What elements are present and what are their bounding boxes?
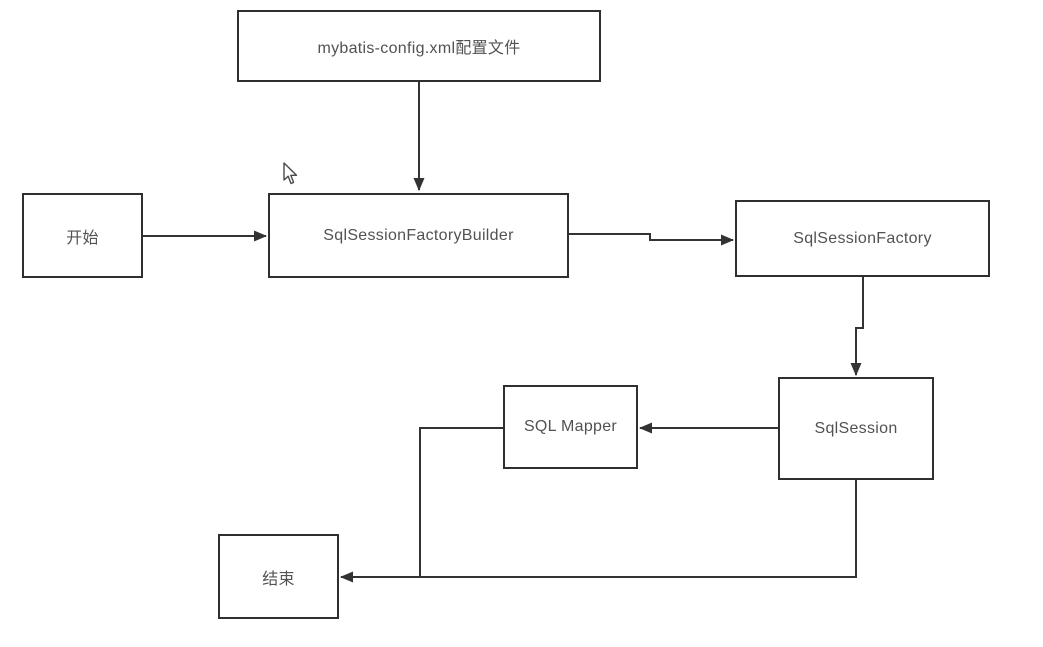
node-config-file: mybatis-config.xml配置文件 — [237, 10, 601, 82]
node-sqlsessionfactorybuilder: SqlSessionFactoryBuilder — [268, 193, 569, 278]
node-sqlsessionfactory: SqlSessionFactory — [735, 200, 990, 277]
node-sql-mapper-label: SQL Mapper — [523, 418, 618, 435]
node-sqlsessionfactory-label: SqlSessionFactory — [793, 229, 932, 247]
node-config-file-label: mybatis-config.xml配置文件 — [317, 40, 521, 57]
node-end-label: 结束 — [262, 570, 295, 588]
node-start: 开始 — [22, 193, 143, 278]
mouse-cursor-icon — [283, 162, 298, 185]
node-sqlsession-label: SqlSession — [814, 419, 898, 437]
node-sql-mapper: SQL Mapper — [503, 385, 638, 469]
edge-mapper-to-end-junction — [419, 427, 503, 578]
node-sqlsession: SqlSession — [778, 377, 934, 480]
node-end: 结束 — [218, 534, 339, 619]
node-start-label: 开始 — [66, 229, 99, 247]
edge-builder-to-factory — [569, 233, 734, 246]
node-sqlsessionfactorybuilder-label: SqlSessionFactoryBuilder — [323, 226, 514, 244]
edge-factory-to-session — [850, 277, 864, 376]
edge-session-to-end — [340, 480, 857, 583]
